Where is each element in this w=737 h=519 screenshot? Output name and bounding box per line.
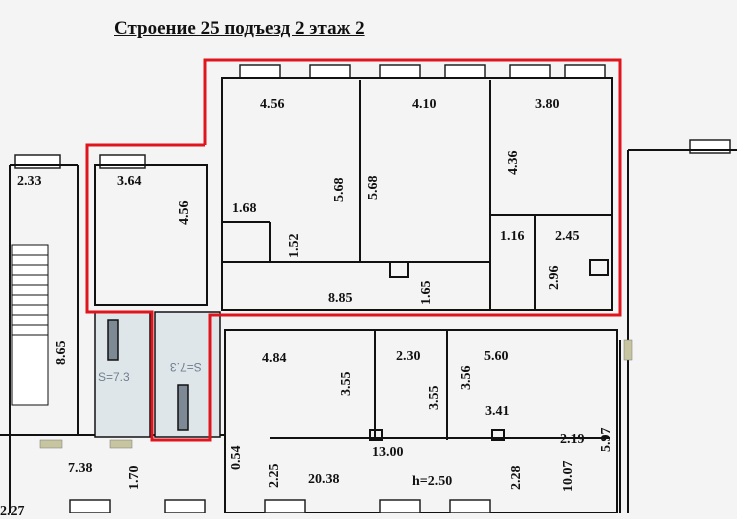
room-dim: 4.56 <box>260 97 285 112</box>
bottom-windows <box>69 499 491 513</box>
room-dim: 3.55 <box>427 385 442 411</box>
room-dim: 2.27 <box>0 504 25 519</box>
room-dim: 4.10 <box>412 97 437 112</box>
staircase <box>11 244 49 406</box>
room-dim: 8.85 <box>328 291 353 306</box>
room-dim: 4.36 <box>506 150 521 176</box>
room-dim: 1.65 <box>419 280 434 306</box>
room-dim: 2.96 <box>547 265 562 291</box>
room-dim: 5.68 <box>332 177 347 203</box>
room-dim: 3.56 <box>459 365 474 391</box>
room-dim: 3.80 <box>535 97 560 112</box>
lower-walls <box>224 149 737 513</box>
room-dim: 8.65 <box>54 340 69 366</box>
room-dim: 13.00 <box>372 445 404 460</box>
ceiling-height: h=2.50 <box>412 474 453 489</box>
room-dim: 2.33 <box>17 174 42 189</box>
wc-area-label: S=7.3 <box>98 370 130 384</box>
plan-title: Строение 25 подъезд 2 этаж 2 <box>114 18 365 39</box>
upper-walls <box>94 77 613 311</box>
room-dim: 5.60 <box>484 349 509 364</box>
top-windows <box>14 64 731 169</box>
room-dim: 0.54 <box>229 445 244 471</box>
room-dim: 2.30 <box>396 349 421 364</box>
room-dim: 3.64 <box>117 174 142 189</box>
room-dim: 1.68 <box>232 201 257 216</box>
highlight-outline <box>85 58 622 442</box>
room-dim: 1.70 <box>127 465 142 491</box>
room-dim: 2.45 <box>555 229 580 244</box>
room-dim: 4.84 <box>262 351 287 366</box>
room-dim: 7.38 <box>68 461 93 476</box>
room-dim: 4.56 <box>177 200 192 226</box>
room-dim: 3.55 <box>339 371 354 397</box>
wc-area-label: S=7.3 <box>170 360 202 374</box>
room-dim: 5.68 <box>366 175 381 201</box>
room-dim: 2.25 <box>267 463 282 489</box>
room-dim: 2.19 <box>560 432 585 447</box>
room-dim: 1.52 <box>287 233 302 259</box>
room-dim: 3.41 <box>485 404 510 419</box>
room-dim: 10.07 <box>561 460 576 493</box>
room-dim: 5.97 <box>599 427 614 453</box>
room-dim: 1.16 <box>500 229 525 244</box>
room-dim: 2.28 <box>509 465 524 491</box>
door-tags <box>39 339 633 449</box>
room-dim: 20.38 <box>308 472 340 487</box>
